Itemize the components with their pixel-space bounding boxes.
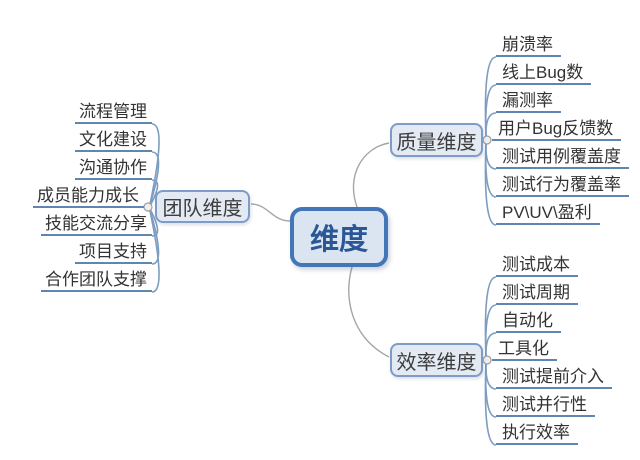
branch-node-quality-label: 质量维度	[396, 131, 477, 154]
connector-root-quality	[352, 142, 390, 208]
child-node-quality-0[interactable]: 崩溃率	[496, 34, 561, 57]
hook-team-5	[149, 209, 160, 265]
hook-quality-4	[485, 141, 497, 170]
hook-quality-5	[484, 142, 497, 198]
hook-efficiency-5	[484, 362, 497, 418]
collapse-handle-efficiency[interactable]	[482, 355, 492, 365]
child-node-team-0[interactable]: 流程管理	[75, 101, 152, 124]
hook-team-1	[149, 151, 160, 206]
efficiency-child-hooks	[484, 276, 497, 446]
root-node-label: 维度	[309, 224, 368, 256]
branch-node-efficiency-label: 效率维度	[396, 351, 477, 374]
child-node-team-3[interactable]: 成员能力成长	[33, 185, 144, 208]
collapse-handle-quality[interactable]	[482, 135, 492, 145]
child-node-quality-6[interactable]: PV\UV\盈利	[496, 202, 600, 225]
branch-node-efficiency[interactable]: 效率维度	[390, 343, 483, 377]
hook-efficiency-4	[485, 361, 497, 390]
child-node-quality-5[interactable]: 测试行为覆盖率	[496, 174, 629, 197]
child-node-efficiency-0[interactable]: 测试成本	[496, 254, 578, 277]
team-child-hooks	[149, 123, 160, 293]
hook-team-2	[149, 179, 159, 207]
child-node-efficiency-4[interactable]: 测试提前介入	[496, 366, 612, 389]
branch-node-quality[interactable]: 质量维度	[390, 123, 483, 157]
child-node-efficiency-5[interactable]: 测试并行性	[496, 394, 595, 417]
child-node-efficiency-6[interactable]: 执行效率	[496, 422, 578, 445]
child-node-team-2[interactable]: 沟通协作	[75, 157, 152, 180]
branch-node-team-label: 团队维度	[162, 198, 243, 220]
connector-root-team	[250, 203, 291, 222]
collapse-handle-team[interactable]	[143, 202, 153, 212]
branch-node-team[interactable]: 团队维度	[155, 190, 250, 223]
trunk-connectors	[250, 142, 390, 358]
hook-team-0	[149, 123, 160, 205]
hook-efficiency-6	[484, 362, 497, 446]
hook-team-6	[149, 210, 160, 293]
child-node-quality-4[interactable]: 测试用例覆盖度	[496, 146, 629, 169]
root-node[interactable]: 维度	[290, 207, 388, 267]
child-node-team-6[interactable]: 合作团队支撑	[41, 269, 152, 292]
connector-root-efficiency	[348, 266, 390, 358]
hook-team-4	[149, 208, 159, 237]
quality-child-hooks	[484, 56, 497, 226]
child-node-team-4[interactable]: 技能交流分享	[41, 213, 152, 236]
hook-quality-2	[485, 112, 497, 139]
child-node-efficiency-3[interactable]: 工具化	[492, 338, 557, 361]
child-node-efficiency-1[interactable]: 测试周期	[496, 282, 578, 305]
hook-quality-6	[484, 142, 497, 226]
hook-efficiency-2	[485, 332, 497, 359]
child-node-team-5[interactable]: 项目支持	[75, 241, 152, 264]
child-node-efficiency-2[interactable]: 自动化	[496, 310, 561, 333]
child-node-quality-1[interactable]: 线上Bug数	[496, 62, 592, 85]
child-node-quality-2[interactable]: 漏测率	[496, 90, 561, 113]
child-node-quality-3[interactable]: 用户Bug反馈数	[492, 118, 622, 141]
child-node-team-1[interactable]: 文化建设	[75, 129, 152, 152]
